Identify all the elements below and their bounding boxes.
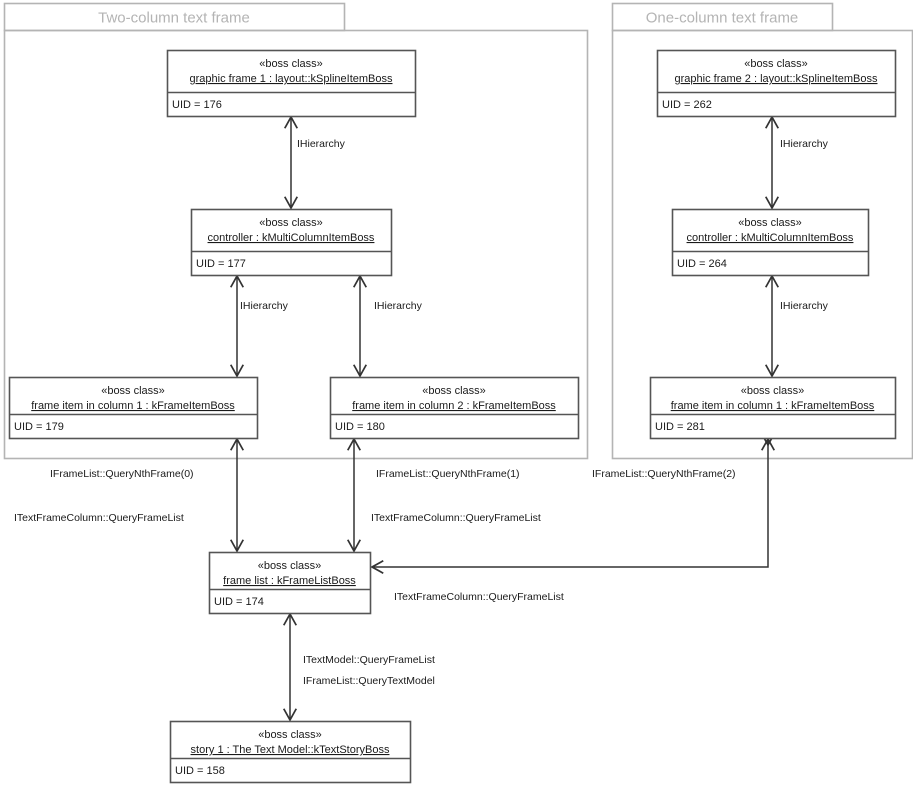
edge-label-edge-ctrl2-fi281: IHierarchy (780, 300, 829, 312)
node-attribute: UID = 176 (172, 99, 222, 111)
class-node-graphic-frame-1[interactable]: «boss class»graphic frame 1 : layout::kS… (166, 49, 417, 118)
package-label: One-column text frame (646, 10, 799, 27)
node-name: controller : kMultiColumnItemBoss (208, 232, 375, 244)
node-frame (8, 376, 259, 440)
node-attribute: UID = 177 (196, 258, 246, 270)
class-node-frame-list[interactable]: «boss class» frame list : kFrameListBossU… (208, 551, 372, 615)
node-stereotype: «boss class» (422, 385, 486, 397)
node-name: graphic frame 1 : layout::kSplineItemBos… (190, 73, 393, 85)
node-frame (208, 551, 372, 615)
edges-layer (229, 115, 780, 722)
edge-label-edge-ctrl1-fi2: IHierarchy (374, 300, 423, 312)
package-body (3, 29, 589, 460)
edge-label-edge-framelist-story: IFrameList::QueryTextModel (303, 675, 435, 687)
class-node-frame-item-column-2[interactable]: «boss class» frame item in column 2 : kFr… (329, 376, 580, 440)
node-frame (190, 208, 393, 277)
node-stereotype: «boss class» (738, 217, 802, 229)
node-attribute: UID = 158 (175, 765, 225, 777)
node-attribute: UID = 174 (214, 596, 264, 608)
node-stereotype: «boss class» (258, 729, 322, 741)
package-pkg-one-column: One-column text frame (611, 2, 913, 460)
node-attribute: UID = 264 (677, 258, 727, 270)
node-stereotype: «boss class» (741, 385, 805, 397)
edge-label-edge-fi2-framelist: ITextFrameColumn::QueryFrameList (371, 512, 541, 524)
edge-fi281-framelist (370, 439, 769, 575)
node-attribute: UID = 180 (335, 421, 385, 433)
edge-label-edge-gf2-ctrl2: IHierarchy (780, 138, 829, 150)
node-name: controller : kMultiColumnItemBoss (687, 232, 854, 244)
node-name: graphic frame 2 : layout::kSplineItemBos… (675, 73, 878, 85)
node-name: frame item in column 2 : kFrameItemBoss (352, 400, 556, 412)
package-pkg-two-column: Two-column text frame (3, 2, 589, 460)
edge-label-edge-fi281-framelist: IFrameList::QueryNthFrame(2) (592, 468, 736, 480)
edge-label-edge-gf1-ctrl1: IHierarchy (297, 138, 346, 150)
edge-label-edge-framelist-story: ITextModel::QueryFrameList (303, 654, 435, 666)
edge-label-edge-fi281-framelist: ITextFrameColumn::QueryFrameList (394, 591, 564, 603)
node-name: frame item in column 1 : kFrameItemBoss (671, 400, 875, 412)
class-node-controller-multi-column-1[interactable]: «boss class» controller : kMultiColumnIte… (190, 208, 393, 277)
package-label: Two-column text frame (98, 10, 250, 27)
node-frame (649, 376, 897, 440)
class-node-frame-item-column-1-right[interactable]: «boss class» frame item in column 1 : kFr… (649, 376, 897, 440)
node-name: frame item in column 1 : kFrameItemBoss (31, 400, 235, 412)
node-stereotype: «boss class» (259, 217, 323, 229)
node-frame (671, 208, 870, 277)
nodes-layer: «boss class»graphic frame 1 : layout::kS… (8, 49, 897, 784)
node-stereotype: «boss class» (259, 58, 323, 70)
node-attribute: UID = 179 (14, 421, 64, 433)
edge-label-edge-ctrl1-fi1: IHierarchy (240, 300, 289, 312)
class-node-story-1[interactable]: «boss class»story 1 : The Text Model::kT… (169, 720, 412, 784)
edge-label-edge-fi1-framelist: IFrameList::QueryNthFrame(0) (50, 468, 194, 480)
node-attribute: UID = 281 (655, 421, 705, 433)
node-frame (169, 720, 412, 784)
node-name: frame list : kFrameListBoss (223, 575, 356, 587)
packages-layer: Two-column text frame One-column text fra… (3, 2, 913, 460)
class-node-frame-item-column-1[interactable]: «boss class» frame item in column 1 : kFr… (8, 376, 259, 440)
package-tab (611, 2, 834, 32)
edge-label-edge-fi1-framelist: ITextFrameColumn::QueryFrameList (14, 512, 184, 524)
node-stereotype: «boss class» (101, 385, 165, 397)
node-frame (329, 376, 580, 440)
node-name: story 1 : The Text Model::kTextStoryBoss (191, 744, 390, 756)
class-node-controller-multi-column-2[interactable]: «boss class» controller : kMultiColumnIte… (671, 208, 870, 277)
node-stereotype: «boss class» (744, 58, 808, 70)
node-frame (166, 49, 417, 118)
node-frame (656, 49, 897, 118)
package-tab (3, 2, 346, 32)
class-node-graphic-frame-2[interactable]: «boss class»graphic frame 2 : layout::kS… (656, 49, 897, 118)
edge-label-edge-fi2-framelist: IFrameList::QueryNthFrame(1) (376, 468, 520, 480)
node-attribute: UID = 262 (662, 99, 712, 111)
node-stereotype: «boss class» (258, 560, 322, 572)
